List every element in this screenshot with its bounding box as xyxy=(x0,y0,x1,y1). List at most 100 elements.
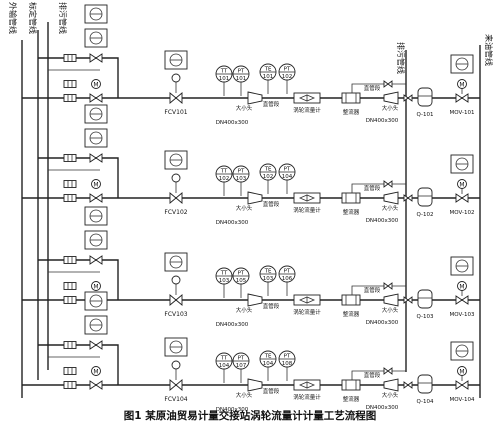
svg-text:TE: TE xyxy=(264,269,272,275)
meter-run-4: MFCV104TT104PT107TE104PT108大小头DN400x300直… xyxy=(22,291,480,413)
blind-flange xyxy=(63,54,77,62)
flow-conditioner xyxy=(341,294,361,306)
strainer-filter xyxy=(417,187,433,207)
reducer-outlet xyxy=(247,191,263,205)
header-pipes xyxy=(21,22,481,398)
blind-flange xyxy=(63,367,77,375)
svg-text:PT: PT xyxy=(284,167,291,173)
reducer-label: 大小头 xyxy=(236,391,253,399)
valve-actuator-icon xyxy=(171,173,181,183)
dn-outlet: DN400x300 xyxy=(216,120,249,126)
export-valve xyxy=(89,93,103,103)
dn-inlet: DN400x300 xyxy=(366,320,399,326)
flow-control-valve xyxy=(169,192,183,204)
blind-flange xyxy=(63,154,77,162)
reducer-label: 大小头 xyxy=(382,306,399,314)
drain-valve xyxy=(383,180,393,188)
svg-text:TT: TT xyxy=(220,356,228,362)
fcv-tag: FCV103 xyxy=(164,311,187,318)
svg-text:TT: TT xyxy=(220,69,228,75)
svg-text:101: 101 xyxy=(236,76,247,82)
svg-text:M: M xyxy=(459,182,464,189)
valve-actuator-icon xyxy=(171,275,181,285)
svg-text:M: M xyxy=(93,182,98,189)
valve-actuator-icon xyxy=(171,73,181,83)
svg-text:M: M xyxy=(93,82,98,89)
svg-text:TT: TT xyxy=(220,271,228,277)
fcv-tag: FCV102 xyxy=(164,209,187,216)
drain-valve xyxy=(383,282,393,290)
svg-text:104: 104 xyxy=(219,363,230,369)
svg-text:M: M xyxy=(93,284,98,291)
motor-icon xyxy=(457,79,467,89)
svg-text:102: 102 xyxy=(282,74,293,80)
svg-text:M: M xyxy=(459,82,464,89)
reducer-inlet xyxy=(383,191,399,205)
svg-text:102: 102 xyxy=(263,174,274,180)
svg-text:104: 104 xyxy=(282,174,293,180)
blind-flange xyxy=(63,296,77,304)
blind-flange xyxy=(63,180,77,188)
straight-section-label: 直管段 xyxy=(364,286,381,294)
branch-valve xyxy=(89,255,103,265)
reducer-label: 大小头 xyxy=(382,104,399,112)
figure-caption: 图1 某原油贸易计量交接站涡轮流量计计量工艺流程图 xyxy=(123,410,377,422)
svg-text:103: 103 xyxy=(263,276,274,282)
strainer-filter xyxy=(417,87,433,107)
export-valve xyxy=(89,193,103,203)
calibration-branch xyxy=(38,344,119,385)
svg-text:M: M xyxy=(93,369,98,376)
drain-valve xyxy=(383,367,393,375)
turbine-meter-label: 涡轮流量计 xyxy=(293,206,321,214)
motor-icon xyxy=(457,366,467,376)
motor-operated-valve xyxy=(455,295,469,305)
reducer-outlet xyxy=(247,293,263,307)
header-valve xyxy=(403,94,413,102)
flow-control-valve xyxy=(169,294,183,306)
motor-operated-valve xyxy=(455,93,469,103)
filter-tag: Q-104 xyxy=(417,399,434,405)
blind-flange xyxy=(63,80,77,88)
mov-tag: MOV-103 xyxy=(450,312,475,318)
reducer-inlet xyxy=(383,91,399,105)
reducer-outlet xyxy=(247,91,263,105)
svg-text:105: 105 xyxy=(236,278,247,284)
drain-pipeline-right-label: 排污管线 xyxy=(396,42,406,74)
svg-text:TE: TE xyxy=(264,67,272,73)
fcv-tag: FCV104 xyxy=(164,396,187,403)
meter-runs: MFCV101TT101PT101TE101PT102大小头DN400x300直… xyxy=(22,4,480,413)
drain-valve xyxy=(383,80,393,88)
dn-outlet: DN400x300 xyxy=(216,322,249,328)
header-labels: 外输管线 标定管线 排污管线 排污管线 来油管线 xyxy=(8,2,494,74)
motor-icon xyxy=(457,281,467,291)
dn-outlet: DN400x300 xyxy=(216,220,249,226)
motor-icon xyxy=(91,281,101,291)
mov-tag: MOV-104 xyxy=(450,397,475,403)
filter-tag: Q-101 xyxy=(417,112,434,118)
straight-section-label: 直管段 xyxy=(364,84,381,92)
strainer-filter xyxy=(417,289,433,309)
svg-text:TE: TE xyxy=(264,167,272,173)
turbine-meter-label: 涡轮流量计 xyxy=(293,308,321,316)
flow-conditioner-label: 整流器 xyxy=(343,108,360,116)
branch-valve xyxy=(89,53,103,63)
dn-inlet: DN400x300 xyxy=(366,118,399,124)
svg-text:PT: PT xyxy=(238,169,245,175)
export-pipeline-label: 外输管线 xyxy=(8,2,18,34)
motor-operated-valve xyxy=(455,380,469,390)
mov-tag: MOV-102 xyxy=(450,210,475,216)
svg-text:106: 106 xyxy=(282,276,293,282)
svg-text:PT: PT xyxy=(238,69,245,75)
filter-tag: Q-103 xyxy=(417,314,434,320)
turbine-meter-label: 涡轮流量计 xyxy=(293,393,321,401)
meter-run-1: MFCV101TT101PT101TE101PT102大小头DN400x300直… xyxy=(22,4,480,126)
motor-icon xyxy=(91,179,101,189)
flow-control-valve xyxy=(169,92,183,104)
straight-section-label: 直管段 xyxy=(364,371,381,379)
blind-flange xyxy=(63,381,77,389)
branch-valve xyxy=(89,340,103,350)
header-valve xyxy=(403,296,413,304)
svg-text:M: M xyxy=(459,369,464,376)
filter-tag: Q-102 xyxy=(417,212,434,218)
branch-valve xyxy=(89,153,103,163)
